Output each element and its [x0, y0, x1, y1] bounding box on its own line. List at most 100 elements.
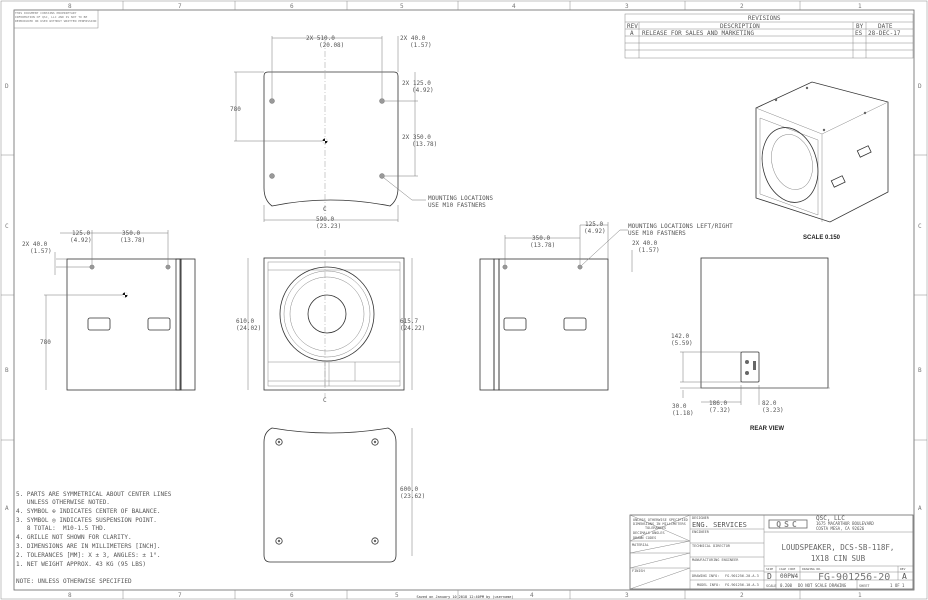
dim-label: (24.22): [400, 325, 425, 332]
rev-label: REV: [900, 567, 906, 571]
sheet-label: SHEET: [859, 584, 870, 588]
suspension-point-icon: [371, 438, 379, 446]
dim-label: (24.02): [236, 325, 261, 332]
notes: 5. PARTS ARE SYMMETRICAL ABOUT CENTER LI…: [16, 491, 172, 585]
front-view: 610.0 (24.02) 615.7 (24.22) C: [236, 250, 425, 404]
cage-label: CAGE CODE: [779, 567, 795, 571]
scale-value: 0.200: [780, 583, 793, 588]
dim-label: 600.0: [400, 486, 418, 493]
zone-col: 8: [68, 592, 72, 599]
zone-col: 5: [400, 3, 404, 10]
zone-row: D: [918, 83, 922, 90]
dim-label: 186.0: [709, 400, 727, 407]
zone-labels: 8 7 6 5 4 3 2 1 8 7 6 5 4 3 2 1 D C B A …: [5, 3, 922, 599]
mounting-hole: [502, 264, 508, 270]
zone-col: 8: [68, 3, 72, 10]
mfg-engineer-label: MANUFACTURING ENGINEER: [692, 558, 739, 562]
mounting-hole: [379, 173, 385, 179]
revision-row: A RELEASE FOR SALES AND MARKETING ES 28-…: [630, 30, 901, 37]
scale-label: SCALE: [766, 584, 777, 588]
dim-label: (1.57): [410, 42, 432, 49]
drawing-info-label: DRAWING INFO:: [692, 574, 719, 578]
dim-label: (13.78): [120, 237, 145, 244]
model-info-value: FG-901256-10-A-3: [725, 583, 759, 587]
proprietary-note: THIS DOCUMENT CONTAINS PROPRIETARY INFOR…: [13, 9, 99, 29]
cage-value: 00PW4: [780, 573, 798, 580]
rev-value: A: [902, 572, 907, 581]
revisions-title: REVISIONS: [748, 15, 781, 22]
dim-label: 2X 40.0: [632, 240, 658, 247]
mounting-hole: [165, 264, 171, 270]
isometric-view: SCALE 0.150: [755, 81, 889, 241]
note-line: 3. SYMBOL ◎ INDICATES SUSPENSION POINT.: [16, 517, 157, 524]
suspension-point-icon: [275, 537, 283, 545]
mounting-hole: [269, 98, 275, 104]
dim-label: 2X 125.0: [402, 80, 431, 87]
suspension-point-icon: [371, 537, 379, 545]
callout-text: MOUNTING LOCATIONS LEFT/RIGHT: [628, 223, 733, 230]
woofer-icon: [279, 266, 375, 362]
note-line: 8 TOTAL: M10-1.5 THD.: [16, 525, 106, 532]
dim-label: (13.78): [412, 141, 437, 148]
company-name: QSC, LLC: [816, 515, 845, 522]
date-header: DATE: [878, 23, 893, 30]
drawing-no-label: DRAWING NO.: [802, 567, 822, 571]
material-label: MATERIAL: [632, 543, 649, 547]
tolerance-text: TOLERANCES: [645, 526, 666, 530]
zone-col: 4: [530, 592, 534, 599]
tolerance-text: DIMENSIONS IN MILLIMETERS: [633, 522, 686, 526]
dim-label: 780: [40, 339, 51, 346]
zone-row: C: [5, 223, 9, 230]
zone-row: C: [918, 223, 922, 230]
rear-view: 142.0 (5.59) 30.0 (1.18) 186.0 (7.32) 82…: [671, 257, 830, 432]
zone-row: D: [5, 83, 9, 90]
left-side-view: 125.0 (4.92) 350.0 (13.78) 2X 40.0 (1.57…: [22, 230, 196, 391]
rear-view-label: REAR VIEW: [750, 426, 784, 432]
centerline-label: C: [323, 397, 327, 404]
callout-text: USE M10 FASTNERS: [428, 202, 486, 209]
handle: [563, 317, 587, 331]
sheet-value: 1 OF 1: [890, 583, 905, 588]
note-line: 4. GRILLE NOT SHOWN FOR CLARITY.: [16, 534, 132, 541]
note-line: 3. DIMENSIONS ARE IN MILLIMETERS [INCH].: [16, 543, 161, 550]
dim-label: 30.0: [672, 403, 687, 410]
svg-text:A: A: [630, 30, 634, 37]
dim-label: 2X 350.0: [402, 134, 431, 141]
dim-label: (1.57): [638, 247, 660, 254]
zone-row: B: [918, 367, 922, 374]
zone-col: 5: [395, 592, 399, 599]
size-label: SIZE: [766, 567, 773, 571]
note-line: NOTE: UNLESS OTHERWISE SPECIFIED: [16, 578, 132, 585]
zone-row: A: [918, 505, 922, 512]
drawing-number: FG-901256-20: [818, 572, 890, 583]
tolerance-text: DECIMALS ANGLES: [633, 531, 665, 535]
zone-col: 3: [625, 3, 629, 10]
note-line: 5. PARTS ARE SYMMETRICAL ABOUT CENTER LI…: [16, 491, 172, 498]
center-of-balance-icon: [322, 138, 328, 144]
designer-value: ENG. SERVICES: [692, 521, 747, 529]
dim-label: (13.78): [530, 242, 555, 249]
zone-col: 4: [512, 3, 516, 10]
iso-scale-label: SCALE 0.150: [803, 235, 841, 241]
zone-col: 1: [858, 592, 862, 599]
title-block: UNLESS OTHERWISE SPECIFIED DIMENSIONS IN…: [629, 514, 914, 590]
mounting-hole: [577, 264, 583, 270]
drawing-info-value: FG-901256-20-A-3: [725, 574, 759, 578]
proprietary-note-text: THIS DOCUMENT CONTAINS PROPRIETARY INFOR…: [15, 11, 97, 23]
input-panel: [740, 351, 760, 383]
dim-label: (1.18): [672, 410, 694, 417]
zone-col: 2: [740, 3, 744, 10]
logo-text: QSC: [776, 520, 799, 529]
dim-label: (4.92): [70, 237, 92, 244]
handle: [503, 317, 527, 331]
dim-label: (1.57): [30, 248, 52, 255]
zone-col: 3: [625, 592, 629, 599]
dim-label: (20.08): [319, 42, 344, 49]
dim-label: 142.0: [671, 333, 689, 340]
note-line: UNLESS OTHERWISE NOTED.: [16, 499, 110, 506]
callout-text: USE M10 FASTNERS: [628, 230, 686, 237]
zone-col: 7: [178, 3, 182, 10]
dim-label: (23.23): [316, 223, 341, 230]
dim-label: 610.0: [236, 318, 254, 325]
